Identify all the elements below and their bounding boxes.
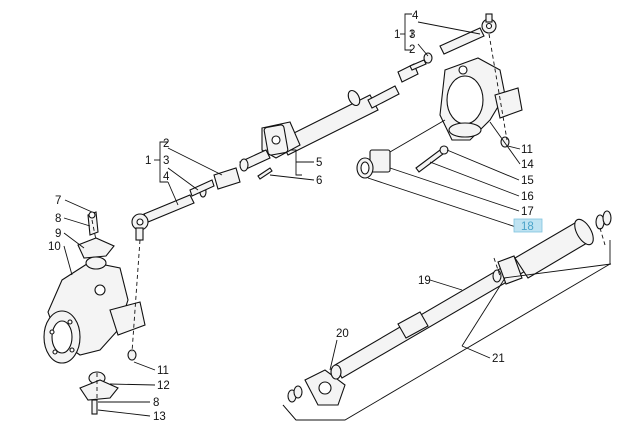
- callout-21[interactable]: 21: [492, 353, 505, 365]
- callout-13[interactable]: 13: [153, 411, 166, 423]
- callout-14[interactable]: 14: [521, 159, 534, 171]
- callout-5[interactable]: 5: [316, 157, 322, 169]
- callout-11-upper[interactable]: 11: [521, 144, 533, 156]
- callout-8-upper[interactable]: 8: [55, 213, 61, 225]
- bolt-15: [415, 145, 449, 173]
- callout-16[interactable]: 16: [521, 191, 534, 203]
- steering-knuckle-left: [43, 261, 146, 364]
- callout-2-upper[interactable]: 2: [409, 44, 415, 56]
- axle-flange-lower: [287, 364, 346, 406]
- callout-17[interactable]: 17: [521, 206, 534, 218]
- callout-20[interactable]: 20: [336, 328, 349, 340]
- callout-12[interactable]: 12: [157, 380, 170, 392]
- callout-3-upper[interactable]: 3: [409, 29, 415, 41]
- callout-9[interactable]: 9: [55, 228, 61, 240]
- leader-lines: [63, 13, 612, 417]
- callout-2-left[interactable]: 2: [163, 138, 169, 150]
- callout-4-upper[interactable]: 4: [412, 10, 419, 22]
- alignment-dashes: [91, 33, 606, 398]
- tie-rod-end-left: [131, 167, 241, 241]
- callout-18[interactable]: 18: [521, 221, 534, 233]
- callout-6[interactable]: 6: [316, 175, 322, 187]
- bushing-assembly: [356, 149, 391, 179]
- callout-19[interactable]: 19: [418, 275, 431, 287]
- callout-15[interactable]: 15: [521, 175, 534, 187]
- housing-outline: [282, 240, 611, 421]
- steering-cylinder: [239, 85, 400, 172]
- callout-1-upper[interactable]: 1: [394, 29, 400, 41]
- axle-housing: [334, 210, 612, 379]
- callout-3-left[interactable]: 3: [163, 155, 169, 167]
- callout-7[interactable]: 7: [55, 195, 61, 207]
- callout-highlight: [513, 218, 543, 233]
- callout-8-lower[interactable]: 8: [153, 397, 159, 409]
- pivot-cap-lower: [79, 349, 137, 415]
- callout-1-left[interactable]: 1: [145, 155, 151, 167]
- callout-10[interactable]: 10: [48, 241, 61, 253]
- steering-knuckle-right: [439, 57, 523, 148]
- tie-rod-end-upper: [397, 13, 497, 83]
- pivot-cap-upper: [77, 211, 115, 270]
- callout-11-lower[interactable]: 11: [157, 365, 169, 377]
- bolt-6: [257, 167, 273, 180]
- callout-4-left[interactable]: 4: [163, 171, 170, 183]
